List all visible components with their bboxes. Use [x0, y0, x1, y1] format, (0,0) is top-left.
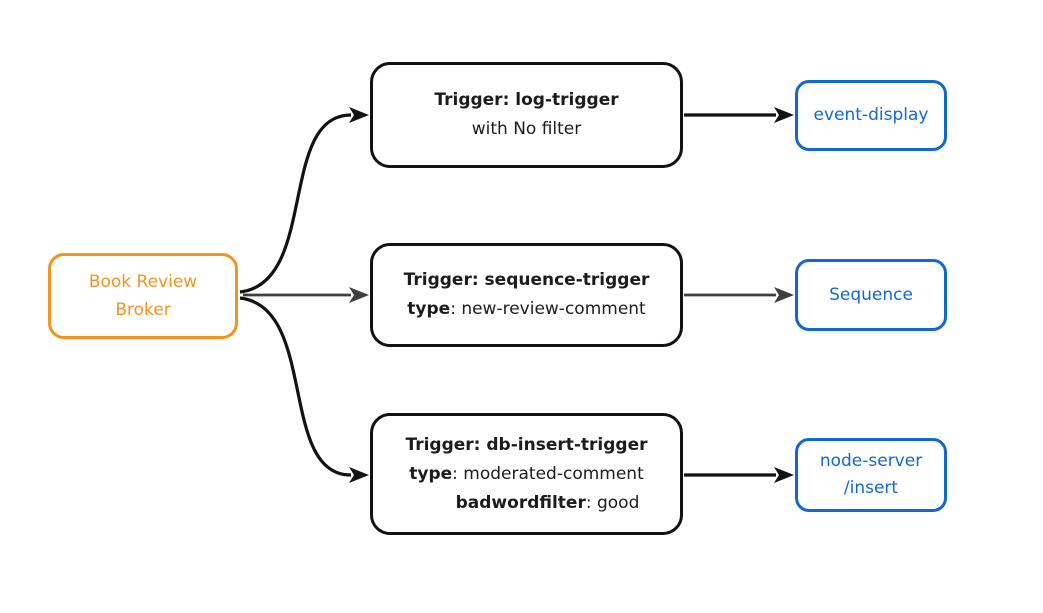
sink-label: Sequence	[829, 284, 913, 305]
trigger-node-db-insert-trigger: Trigger: db-insert-trigger type: moderat…	[370, 413, 683, 535]
trigger-title: Trigger: db-insert-trigger	[405, 434, 648, 455]
trigger-attr-value: : good	[585, 492, 640, 513]
trigger-node-log-trigger: Trigger: log-trigger with No filter	[370, 62, 683, 168]
trigger-title: Trigger: log-trigger	[434, 90, 619, 110]
trigger-title: Trigger: sequence-trigger	[403, 270, 650, 290]
arrow-broker-to-db-insert-trigger	[239, 296, 369, 483]
trigger-attr-value: with No filter	[471, 119, 582, 139]
trigger-node-sequence-trigger: Trigger: sequence-trigger type: new-revi…	[370, 243, 683, 347]
broker-label-line1: Book Review	[88, 272, 198, 292]
trigger-attr-key: type	[407, 299, 451, 319]
trigger-attr-line: type: new-review-comment	[407, 295, 645, 324]
broker-node: Book Review Broker	[48, 253, 238, 339]
broker-label-line2: Broker	[115, 300, 171, 320]
trigger-attr-value: : moderated-comment	[452, 463, 644, 484]
sink-node-event-display: event-display	[795, 80, 947, 151]
trigger-attr-value: : new-review-comment	[450, 299, 646, 319]
trigger-attr-line: with No filter	[472, 115, 582, 144]
sink-label-line2: /insert	[843, 478, 899, 498]
trigger-attr-key: type	[409, 463, 453, 484]
arrow-broker-to-log-trigger	[239, 107, 369, 294]
sink-node-node-server-insert: node-server /insert	[795, 438, 947, 512]
sink-label-line1: node-server	[819, 451, 923, 471]
sink-node-sequence: Sequence	[795, 259, 947, 331]
trigger-attr-line: type: moderated-comment	[409, 460, 644, 489]
trigger-attr-line: badwordfilter: good	[456, 489, 640, 518]
sink-label: event-display	[813, 105, 929, 125]
trigger-attr-key: badwordfilter	[455, 492, 586, 513]
